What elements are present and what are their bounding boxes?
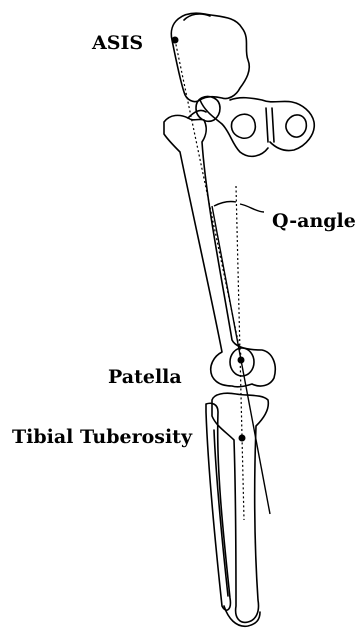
obturator-right xyxy=(286,115,306,137)
q-angle-leader-line xyxy=(240,204,264,212)
pubic-symphysis-left xyxy=(266,108,268,142)
asis-label: ASIS xyxy=(92,34,143,53)
pelvis-ilium xyxy=(171,13,249,101)
pubic-symphysis-right xyxy=(272,108,274,142)
femoral-head xyxy=(196,96,220,121)
obturator-left xyxy=(231,114,255,138)
pubic-region xyxy=(230,98,314,151)
pelvis-contour xyxy=(200,100,268,156)
tibial-tuberosity-point xyxy=(239,435,246,442)
tibial-tuberosity-label: Tibial Tuberosity xyxy=(12,428,192,447)
femur xyxy=(164,115,275,386)
patella-label: Patella xyxy=(108,368,182,387)
asis-point xyxy=(172,37,179,44)
q-angle-arc xyxy=(214,202,236,207)
patella-point xyxy=(238,357,245,364)
q-angle-label: Q-angle xyxy=(272,212,356,231)
